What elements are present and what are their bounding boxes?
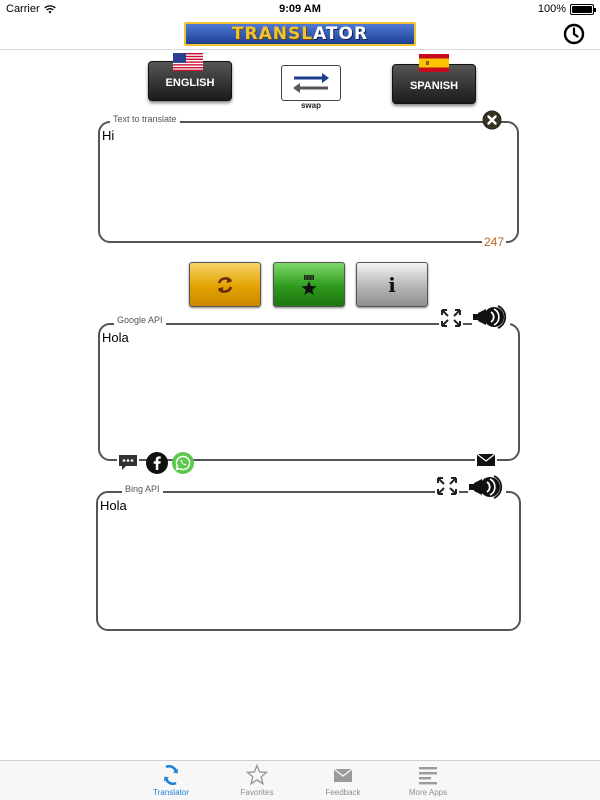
status-bar: Carrier 9:09 AM 100% — [0, 0, 600, 20]
medal-star-icon — [301, 274, 317, 295]
bing-box-label: Bing API — [122, 484, 163, 494]
swap-label: swap — [300, 101, 321, 110]
tab-feedback[interactable]: Feedback — [313, 763, 373, 797]
input-text-box[interactable] — [98, 121, 519, 243]
info-icon: i — [388, 272, 396, 297]
expand-icon — [437, 477, 457, 495]
list-icon — [419, 767, 437, 785]
expand-icon — [441, 309, 461, 327]
spain-flag-icon — [419, 54, 449, 72]
swap-arrows-icon — [293, 73, 329, 93]
tab-favorites-label: Favorites — [240, 788, 274, 797]
tab-bar: Translator Favorites Feedback More Apps — [0, 760, 600, 800]
target-language-label: SPANISH — [409, 80, 459, 92]
bing-speak-button[interactable] — [468, 471, 506, 503]
star-icon — [245, 763, 269, 786]
clear-text-button[interactable] — [482, 110, 502, 130]
facebook-icon — [146, 452, 168, 474]
whatsapp-icon — [172, 452, 194, 474]
tab-more-apps[interactable]: More Apps — [398, 763, 458, 797]
translator-icon — [164, 765, 178, 785]
google-expand-button[interactable] — [439, 307, 463, 329]
battery-tip — [594, 7, 596, 12]
remaining-characters: 247 — [482, 235, 507, 249]
google-box-label: Google API — [114, 315, 166, 325]
bing-result-text: Hola — [100, 498, 127, 513]
battery-fill — [572, 5, 592, 13]
info-button[interactable]: i — [356, 262, 428, 307]
email-share-button[interactable] — [475, 452, 497, 468]
google-result-box — [98, 323, 520, 461]
bing-result-box — [96, 491, 521, 631]
google-speak-button[interactable] — [472, 301, 510, 333]
bing-expand-button[interactable] — [435, 475, 459, 497]
facebook-share-button[interactable] — [145, 451, 169, 475]
status-time: 9:09 AM — [279, 3, 321, 15]
chat-bubble-icon — [119, 455, 137, 470]
google-result-text: Hola — [102, 330, 129, 345]
close-icon — [482, 110, 502, 130]
envelope-icon — [476, 453, 496, 466]
input-box-label: Text to translate — [110, 114, 180, 124]
tab-favorites[interactable]: Favorites — [227, 763, 287, 797]
swap-languages-button[interactable] — [281, 65, 341, 101]
clock-icon — [563, 23, 585, 45]
status-left: Carrier — [6, 3, 56, 15]
speaker-icon — [473, 305, 507, 329]
tab-translator[interactable]: Translator — [141, 763, 201, 797]
logo-part-a: TRANSL — [231, 24, 314, 44]
logo-part-b: ATOR — [313, 24, 369, 44]
status-right: 100% — [537, 3, 596, 15]
wifi-icon — [43, 4, 56, 13]
tab-more-apps-label: More Apps — [408, 788, 448, 797]
battery-icon — [570, 3, 596, 15]
whatsapp-share-button[interactable] — [171, 451, 195, 475]
source-language-label: ENGLISH — [165, 77, 215, 89]
add-favorite-button[interactable] — [273, 262, 345, 307]
tab-translator-label: Translator — [153, 788, 189, 797]
input-text[interactable]: Hi — [102, 128, 115, 143]
source-language-button[interactable]: ENGLISH — [148, 61, 232, 101]
carrier-label: Carrier — [6, 3, 40, 15]
battery-percent: 100% — [537, 3, 566, 15]
tab-feedback-label: Feedback — [325, 788, 361, 797]
envelope-icon — [333, 768, 353, 782]
refresh-arrows-icon — [217, 276, 233, 293]
us-flag-icon — [173, 53, 203, 71]
speaker-icon — [469, 475, 503, 499]
sms-share-button[interactable] — [117, 452, 139, 472]
history-button[interactable] — [562, 22, 586, 46]
translate-button[interactable] — [189, 262, 261, 307]
